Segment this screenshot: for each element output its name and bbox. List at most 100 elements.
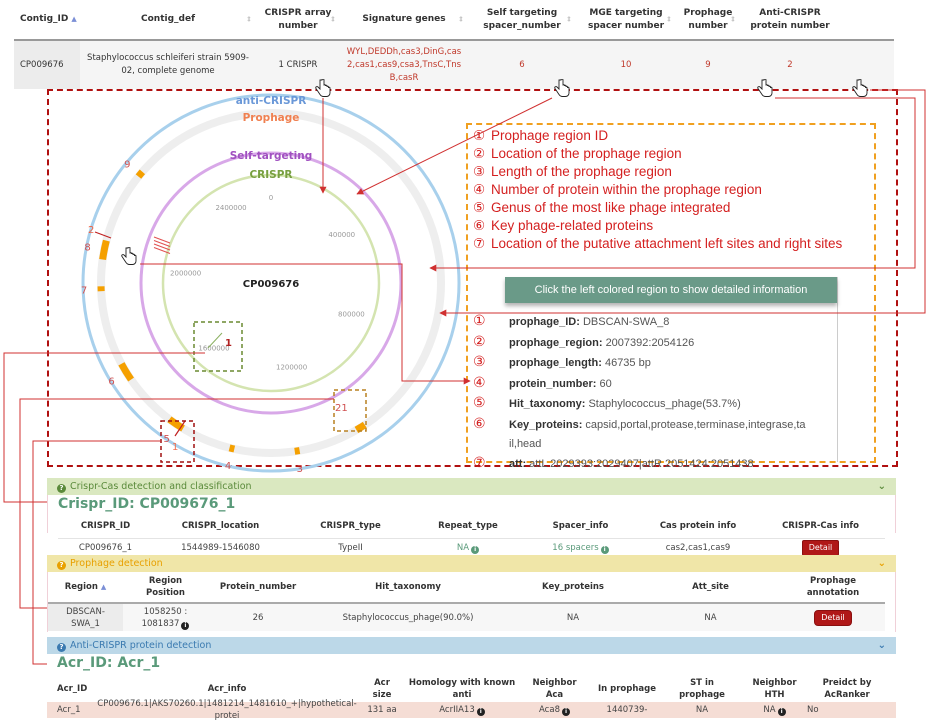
info-value: 2007392:2054126 bbox=[605, 336, 695, 349]
info-value-cont: il,head bbox=[509, 437, 542, 450]
crispr-highlight-box bbox=[193, 321, 243, 372]
prophage-ring bbox=[97, 109, 445, 457]
header-att-site[interactable]: Att_site bbox=[692, 582, 729, 592]
prophage-detail-button[interactable]: Detail bbox=[814, 609, 852, 626]
header-crispr-location: CRISPR_location bbox=[181, 520, 260, 531]
prophage-region-3[interactable] bbox=[294, 447, 301, 455]
header-region[interactable]: Region▲ bbox=[64, 582, 107, 592]
cell-self-targeting-link[interactable]: 6 bbox=[519, 59, 525, 70]
legend-text: Prophage region ID bbox=[491, 128, 609, 143]
info-icon[interactable]: i bbox=[181, 621, 190, 630]
chevron-down-icon[interactable]: ⌄ bbox=[877, 640, 886, 651]
info-icon[interactable]: i bbox=[471, 546, 480, 554]
info-icon[interactable]: i bbox=[476, 708, 485, 716]
anti-crispr-label: 1 bbox=[172, 442, 178, 453]
crispr-detail-button[interactable]: Detail bbox=[801, 540, 840, 556]
anti-crispr-section: ?Anti-CRISPR protein detection ⌄ Acr_ID:… bbox=[47, 637, 896, 720]
cell-crispr-array-link[interactable]: 1 CRISPR bbox=[278, 59, 318, 70]
arrow-acr-section bbox=[32, 440, 161, 668]
sort-icon: ⇕ bbox=[458, 15, 464, 23]
anti-crispr-ring bbox=[81, 93, 461, 473]
header-signature-genes[interactable]: Signature genes⇕ bbox=[362, 14, 464, 24]
crispr-section-toggle[interactable]: ?Crispr-Cas detection and classification… bbox=[47, 478, 896, 495]
cell-anti-crispr-link[interactable]: 2 bbox=[787, 59, 793, 70]
self-targeting-mark[interactable] bbox=[153, 240, 171, 247]
sort-asc-icon: ▲ bbox=[71, 15, 77, 23]
info-icon[interactable]: i bbox=[600, 546, 609, 554]
chevron-down-icon[interactable]: ⌄ bbox=[877, 558, 886, 569]
info-value: DBSCAN-SWA_8 bbox=[582, 316, 670, 328]
prophage-region-4[interactable] bbox=[228, 444, 236, 453]
prophage-region-9[interactable] bbox=[135, 169, 146, 179]
info-icon[interactable]: i bbox=[777, 708, 786, 716]
prophage-ring-label: Prophage bbox=[243, 112, 300, 124]
prophage-section-toggle[interactable]: ?Prophage detection ⌄ bbox=[47, 555, 896, 572]
legend-text: Number of protein within the prophage re… bbox=[491, 182, 762, 197]
legend-text: Key phage-related proteins bbox=[491, 218, 654, 233]
sort-icon: ⇕ bbox=[330, 15, 336, 23]
self-targeting-mark[interactable] bbox=[153, 247, 171, 254]
anti-crispr-mark[interactable] bbox=[94, 231, 112, 239]
cell-prophage-number-link[interactable]: 9 bbox=[705, 59, 711, 70]
header-key-proteins[interactable]: Key_proteins bbox=[542, 582, 604, 592]
header-protein-number[interactable]: Protein_number bbox=[219, 582, 297, 592]
cell-mge-targeting-link[interactable]: 10 bbox=[620, 59, 632, 70]
self-targeting-mark[interactable] bbox=[153, 243, 171, 251]
sort-icon: ⇕ bbox=[730, 15, 736, 23]
header-crispr-cas-info: CRISPR-Cas info bbox=[782, 520, 859, 531]
prophage-region-8[interactable] bbox=[99, 239, 110, 261]
legend-number: ① bbox=[473, 128, 486, 143]
tick-label: 2400000 bbox=[215, 204, 246, 212]
contig-center-label: CP009676 bbox=[243, 279, 299, 290]
header-hit-taxonomy[interactable]: Hit_taxonomy bbox=[375, 582, 441, 592]
prophage-region-5[interactable] bbox=[167, 416, 185, 432]
anti-crispr-mark[interactable] bbox=[174, 420, 186, 437]
acr-section-toggle[interactable]: ?Anti-CRISPR protein detection ⌄ bbox=[47, 637, 896, 654]
info-icon[interactable]: i bbox=[561, 708, 570, 716]
arrow-prophage-number bbox=[429, 97, 916, 272]
sort-icon: ⇕ bbox=[566, 15, 572, 23]
self-targeting-mark[interactable] bbox=[153, 236, 171, 244]
table-row: Acr_1 CP009676.1|AKS70260.1|1481214_1481… bbox=[47, 699, 896, 720]
crispr-mark-label: 1 bbox=[225, 338, 232, 349]
legend-number: ⑦ bbox=[473, 236, 486, 251]
sort-icon: ⇕ bbox=[246, 15, 252, 23]
tick-label: 1200000 bbox=[276, 364, 307, 372]
header-contig-def[interactable]: Contig_def⇕ bbox=[141, 14, 252, 24]
header-cas-protein: Cas protein info bbox=[659, 520, 737, 531]
chevron-down-icon[interactable]: ⌄ bbox=[877, 481, 886, 492]
prophage-region-6[interactable] bbox=[118, 362, 134, 382]
legend-text: Location of the prophage region bbox=[491, 146, 682, 161]
info-panel-title: Click the left colored region to show de… bbox=[505, 277, 837, 303]
info-value: attL 2029393:2029407|attR 2051424:205143… bbox=[529, 458, 754, 471]
legend-text: Genus of the most like phage integrated bbox=[491, 200, 731, 215]
header-contig-id[interactable]: Contig_ID▲ bbox=[20, 14, 77, 24]
prophage-region-2[interactable] bbox=[354, 424, 363, 433]
tick-label: 800000 bbox=[338, 310, 365, 318]
info-key: Hit_taxonomy: bbox=[509, 398, 589, 411]
header-crispr-type: CRISPR_type bbox=[320, 520, 381, 531]
prophage-info-panel: Click the left colored region to show de… bbox=[505, 277, 838, 462]
crispr-mark[interactable] bbox=[207, 332, 223, 349]
cell-contig-id: CP009676 bbox=[14, 41, 80, 89]
